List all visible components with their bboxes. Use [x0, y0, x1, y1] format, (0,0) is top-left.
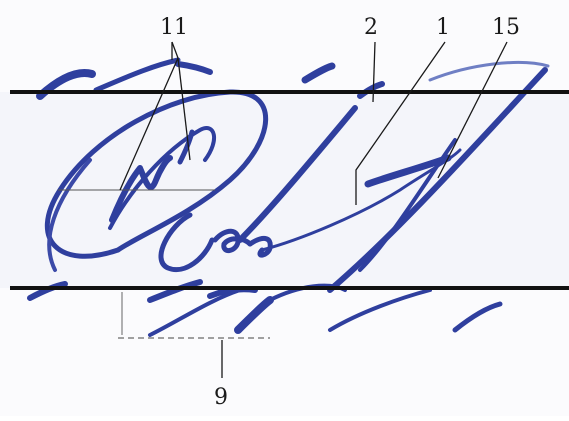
signature-ink — [27, 57, 550, 337]
label-11: 11 — [160, 15, 188, 40]
leader-2 — [372, 41, 376, 103]
leader-15 — [437, 41, 508, 179]
ink-letter-m — [109, 155, 173, 223]
label-2: 2 — [364, 15, 378, 40]
ink-lower-g — [452, 301, 503, 333]
ink-outer-tail — [47, 158, 92, 272]
leader-11-b — [177, 57, 191, 161]
ink-stroke-top-a — [93, 57, 181, 93]
ink-stroke-top-d — [357, 81, 385, 99]
ink-diagonal-a — [237, 105, 358, 243]
label-1: 1 — [436, 15, 450, 40]
ink-lower-f — [328, 288, 432, 332]
ink-stroke-top-b — [175, 61, 213, 75]
ink-stroke-top-c — [301, 62, 336, 84]
leader-1 — [355, 41, 446, 205]
ink-diagonal-b — [327, 67, 548, 293]
ink-diagonal-c — [358, 138, 457, 272]
ink-letter-a — [212, 228, 253, 253]
ink-letter-c — [158, 212, 215, 273]
ink-lower-d — [234, 296, 274, 334]
label-15: 15 — [492, 15, 520, 40]
ink-stroke-top-right — [428, 61, 550, 82]
ink-letter-tick — [177, 129, 195, 165]
label-9: 9 — [214, 385, 228, 410]
ink-lower-c — [148, 288, 242, 337]
